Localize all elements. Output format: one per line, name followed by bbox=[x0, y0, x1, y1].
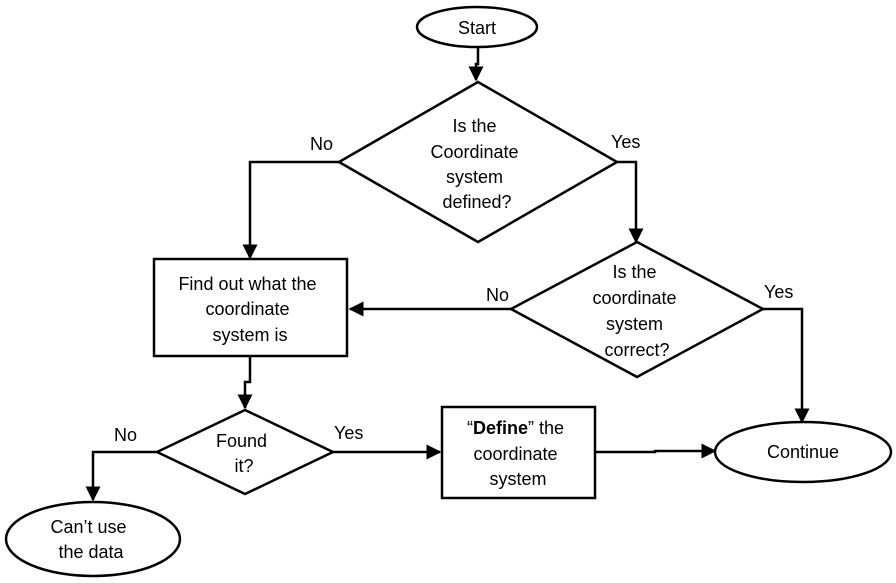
process-define-text: “Define” the coordinate system bbox=[467, 418, 569, 489]
continue-node: Continue bbox=[713, 420, 893, 484]
decision-coordinate-defined: Is the Coordinate system defined? bbox=[336, 80, 620, 244]
decision-coordinate-correct-text: Is the coordinate system correct? bbox=[592, 262, 681, 360]
edge-start-to-defined bbox=[468, 46, 484, 82]
process-find-out-text: Find out what the coordinate system is bbox=[178, 274, 321, 345]
edge-label-correct-no: No bbox=[486, 285, 509, 305]
decision-coordinate-correct: Is the coordinate system correct? bbox=[508, 240, 766, 379]
cant-use-text: Can’t use the data bbox=[50, 517, 131, 562]
continue-text: Continue bbox=[767, 442, 839, 462]
process-find-out: Find out what the coordinate system is bbox=[152, 257, 349, 358]
process-define: “Define” the coordinate system bbox=[440, 405, 597, 500]
edge-label-defined-no: No bbox=[310, 134, 333, 154]
edge-label-found-no: No bbox=[114, 425, 137, 445]
decision-found-it: Found it? bbox=[154, 408, 336, 496]
start-text: Start bbox=[458, 18, 496, 38]
decision-coordinate-defined-text: Is the Coordinate system defined? bbox=[430, 116, 523, 212]
edge-define-to-continue bbox=[595, 443, 717, 459]
edge-findout-to-found bbox=[237, 357, 253, 410]
edge-label-correct-yes: Yes bbox=[764, 282, 793, 302]
edge-correct-yes bbox=[763, 307, 810, 424]
edge-label-found-yes: Yes bbox=[334, 423, 363, 443]
decision-found-it-text: Found it? bbox=[216, 431, 272, 476]
cant-use-node: Can’t use the data bbox=[4, 500, 182, 578]
start-node: Start bbox=[415, 5, 539, 49]
edge-defined-no bbox=[242, 160, 339, 260]
edge-found-no bbox=[85, 450, 157, 502]
edge-label-defined-yes: Yes bbox=[611, 132, 640, 152]
edge-defined-yes bbox=[616, 160, 644, 244]
